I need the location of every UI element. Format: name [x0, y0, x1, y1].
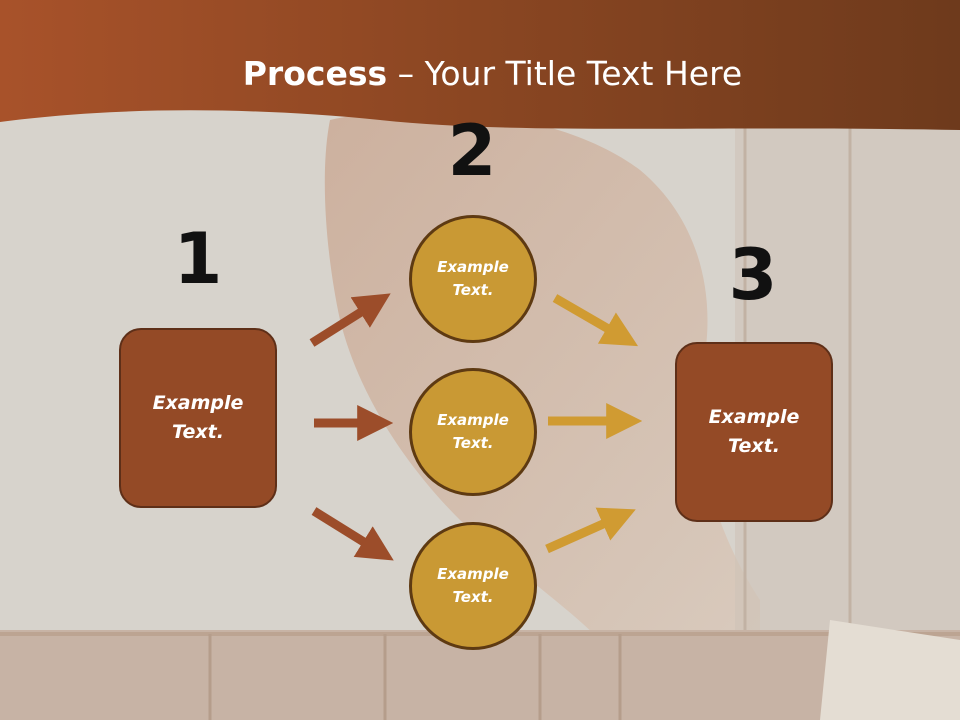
step-number-3: 3	[728, 234, 778, 316]
step-3-text: Example Text.	[708, 406, 800, 457]
slide-title: Process – Your Title Text Here	[0, 52, 960, 96]
step-2-circle-3: Example Text.	[409, 522, 537, 650]
step-2-circle-1: Example Text.	[409, 215, 537, 343]
step-number-1: 1	[173, 218, 223, 300]
arrow-2-top-to-3	[552, 294, 639, 347]
step-1-box: Example Text.	[119, 328, 277, 508]
step-2-circle-1-text: Example Text.	[437, 258, 509, 299]
step-2-circle-2-text: Example Text.	[437, 411, 509, 452]
step-1-text: Example Text.	[152, 392, 244, 443]
title-bold: Process	[242, 54, 388, 93]
arrow-1-to-2-bottom	[311, 507, 394, 561]
step-number-2: 2	[447, 110, 497, 192]
step-2-circle-3-text: Example Text.	[437, 565, 509, 606]
title-rest: – Your Title Text Here	[387, 54, 743, 93]
arrow-2-bottom-to-3	[545, 507, 636, 554]
step-3-box: Example Text.	[675, 342, 833, 522]
step-2-circle-2: Example Text.	[409, 368, 537, 496]
arrow-1-to-2-top	[309, 293, 391, 347]
